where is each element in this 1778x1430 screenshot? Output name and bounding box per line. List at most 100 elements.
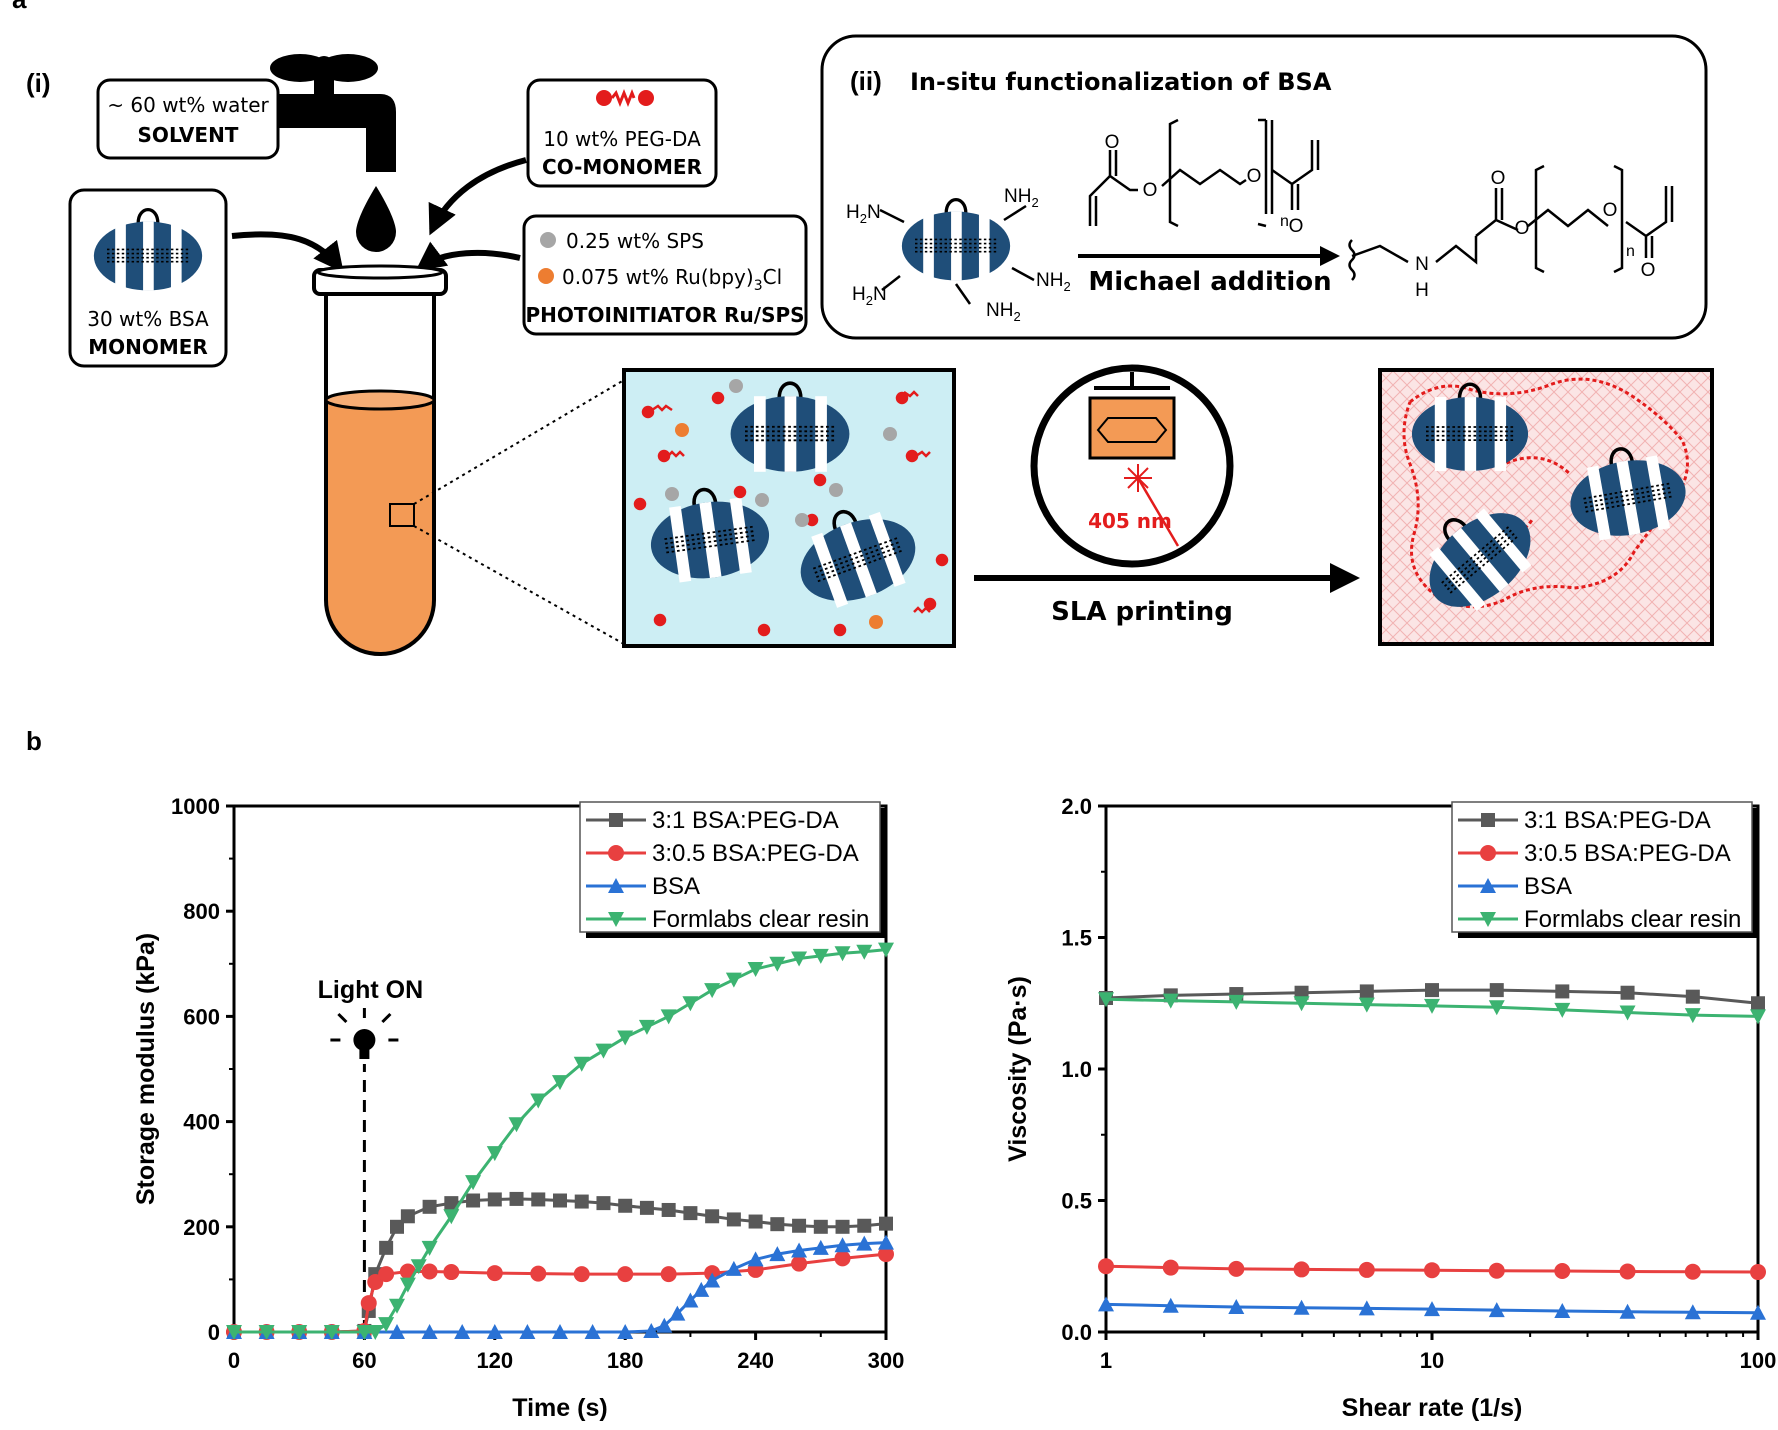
data-point bbox=[530, 1265, 547, 1282]
data-point bbox=[443, 1209, 460, 1225]
monomer-arrow bbox=[231, 231, 344, 273]
data-point bbox=[1488, 1262, 1505, 1279]
data-point bbox=[486, 1146, 503, 1162]
data-point bbox=[421, 1324, 438, 1339]
data-point bbox=[618, 1198, 633, 1213]
data-point bbox=[1684, 1008, 1701, 1024]
data-point bbox=[856, 1235, 873, 1251]
data-point bbox=[1293, 1261, 1310, 1278]
h2n-top-label: H2N bbox=[846, 202, 881, 226]
x-tick-label: 300 bbox=[868, 1348, 905, 1373]
data-point bbox=[1750, 1009, 1766, 1025]
panel-ii-title: In-situ functionalization of BSA bbox=[910, 68, 1332, 96]
data-point bbox=[553, 1193, 567, 1208]
data-point bbox=[1750, 1304, 1766, 1320]
legend-box bbox=[579, 801, 881, 933]
data-point bbox=[1293, 1299, 1310, 1315]
initiator-particles bbox=[665, 379, 897, 629]
zoom-line-top bbox=[413, 379, 625, 505]
panel-a-letter: a bbox=[12, 0, 27, 14]
x-tick-label: 180 bbox=[607, 1348, 644, 1373]
data-point bbox=[638, 1019, 655, 1035]
photoinitiator-label: PHOTOINITIATOR Ru/SPS bbox=[525, 303, 804, 327]
data-point bbox=[584, 1324, 601, 1339]
comonomer-label: CO-MONOMER bbox=[542, 155, 702, 179]
photoinitiator-box: 0.25 wt% SPS 0.075 wt% Ru(bpy)3Cl PHOTOI… bbox=[522, 214, 808, 336]
o-label-4: O bbox=[1289, 216, 1304, 237]
photoinitiator-arrow bbox=[415, 241, 521, 272]
data-point bbox=[1619, 1005, 1636, 1021]
data-point bbox=[422, 1199, 437, 1214]
data-point bbox=[1098, 1258, 1114, 1275]
data-point bbox=[1228, 1299, 1245, 1315]
data-point bbox=[1750, 1264, 1766, 1281]
data-point bbox=[834, 1250, 851, 1267]
data-point bbox=[530, 1093, 547, 1109]
data-point bbox=[574, 1194, 589, 1209]
data-point bbox=[704, 1272, 721, 1288]
data-point bbox=[769, 1246, 786, 1262]
y-tick-label: 200 bbox=[183, 1215, 220, 1240]
data-point bbox=[1488, 1302, 1505, 1318]
amine-n-label: N bbox=[1415, 254, 1429, 275]
data-point bbox=[1294, 985, 1309, 1000]
data-point bbox=[400, 1209, 415, 1224]
o-label-2: O bbox=[1143, 180, 1158, 201]
legend: 3:1 BSA:PEG-DA3:0.5 BSA:PEG-DABSAFormlab… bbox=[579, 801, 886, 938]
data-point bbox=[812, 1239, 829, 1255]
x-tick-label: 1 bbox=[1100, 1348, 1112, 1373]
data-point bbox=[360, 1295, 377, 1312]
peg-da-icon bbox=[596, 88, 654, 108]
y-tick-label: 1000 bbox=[171, 794, 220, 819]
legend-label: 3:0.5 BSA:PEG-DA bbox=[1524, 840, 1731, 867]
data-point bbox=[725, 1260, 742, 1276]
zoom-line-bottom bbox=[413, 525, 625, 645]
amine-h-label: H bbox=[1415, 280, 1429, 301]
series-line bbox=[234, 1252, 887, 1334]
data-point bbox=[748, 1214, 763, 1229]
o-label-3: O bbox=[1247, 166, 1262, 187]
data-point bbox=[573, 1266, 590, 1283]
product-structure bbox=[1348, 164, 1674, 281]
test-tube bbox=[312, 264, 448, 656]
y-tick-label: 0.5 bbox=[1061, 1189, 1092, 1214]
data-point bbox=[1489, 983, 1504, 998]
data-point bbox=[770, 1217, 785, 1232]
panel-ii-label: (ii) bbox=[850, 66, 882, 96]
series-Formlabs clear resin bbox=[226, 942, 894, 1340]
peg-da-structure bbox=[1088, 118, 1320, 228]
legend-marker bbox=[608, 912, 624, 927]
ru-amount: 0.075 wt% Ru(bpy)3Cl bbox=[562, 265, 782, 294]
legend-marker bbox=[1480, 912, 1496, 927]
o-label-6: O bbox=[1515, 218, 1530, 239]
sps-amount: 0.25 wt% SPS bbox=[566, 229, 704, 253]
data-point bbox=[226, 1325, 242, 1340]
o-label-1: O bbox=[1105, 132, 1120, 153]
data-point bbox=[552, 1075, 568, 1091]
data-point bbox=[258, 1325, 275, 1340]
data-point bbox=[726, 1212, 741, 1227]
data-point bbox=[421, 1263, 438, 1280]
data-point bbox=[596, 1196, 611, 1211]
x-tick-label: 60 bbox=[352, 1348, 376, 1373]
x-axis-title: Time (s) bbox=[512, 1394, 607, 1422]
data-point bbox=[1098, 992, 1114, 1008]
data-point bbox=[1684, 1304, 1701, 1320]
data-point bbox=[656, 1317, 673, 1333]
data-point bbox=[639, 1200, 654, 1215]
legend-label: 3:1 BSA:PEG-DA bbox=[1524, 807, 1711, 834]
data-point bbox=[660, 1009, 677, 1025]
data-point bbox=[1684, 1263, 1701, 1280]
nh2-right-label: NH2 bbox=[1036, 270, 1071, 294]
legend-label: Formlabs clear resin bbox=[1524, 906, 1741, 933]
data-point bbox=[812, 948, 829, 964]
data-point bbox=[1619, 1303, 1636, 1319]
data-point bbox=[669, 1305, 686, 1321]
data-point bbox=[519, 1324, 536, 1339]
data-point bbox=[791, 1242, 808, 1258]
data-point bbox=[617, 1324, 634, 1339]
monomer-amount: 30 wt% BSA bbox=[87, 307, 209, 331]
data-point bbox=[1358, 1300, 1375, 1316]
legend-label: Formlabs clear resin bbox=[652, 906, 869, 933]
